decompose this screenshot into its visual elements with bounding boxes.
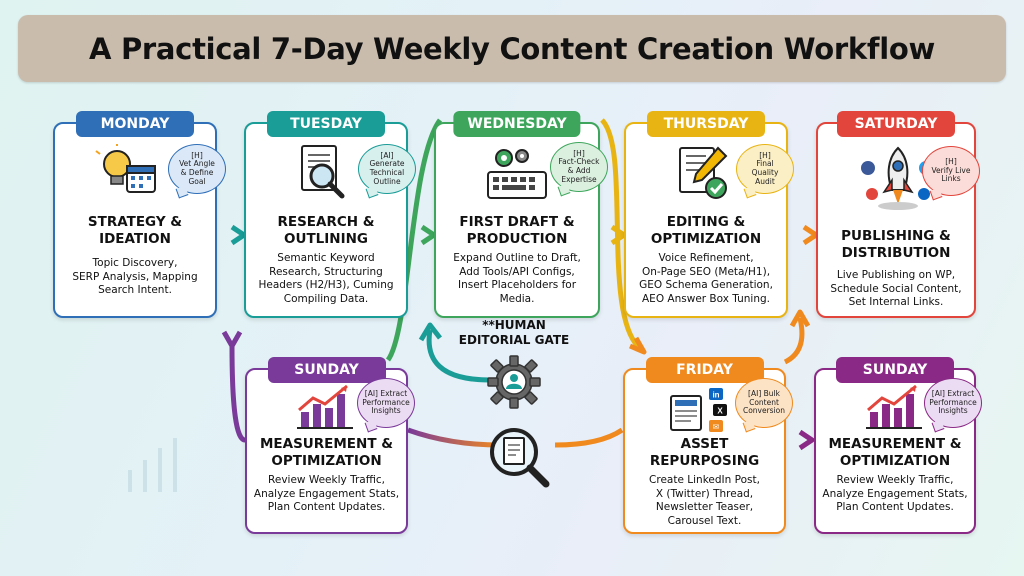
day-label-monday: MONDAY [76, 111, 194, 137]
card-body-sunday-right: Review Weekly Traffic,Analyze Engagement… [822, 474, 968, 513]
card-title-wednesday: FIRST DRAFT &PRODUCTION [459, 214, 575, 247]
document-pencil-check-icon [679, 146, 728, 199]
card-body-wednesday: Expand Outline to Draft,Add Tools/API Co… [453, 252, 581, 305]
rocket-social-icon [861, 146, 933, 210]
card-title-monday: STRATEGY &IDEATION [87, 214, 183, 247]
card-body-saturday: Live Publishing on WP,Schedule Social Co… [830, 269, 962, 308]
day-label-wednesday: WEDNESDAY [453, 111, 581, 137]
svg-text:X: X [717, 407, 723, 416]
day-label-sunday-left: SUNDAY [267, 357, 386, 383]
card-title-sunday-right: MEASUREMENT &OPTIMIZATION [828, 436, 962, 469]
card-title-tuesday: RESEARCH &OUTLINING [277, 214, 375, 247]
card-title-thursday: EDITING &OPTIMIZATION [650, 214, 762, 247]
keyboard-gears-icon [487, 149, 547, 199]
lightbulb-calendar-icon [95, 144, 156, 193]
card-title-sunday-left: MEASUREMENT &OPTIMIZATION [259, 436, 394, 469]
svg-text:in: in [712, 391, 719, 400]
gear-person-icon [487, 355, 541, 409]
day-label-saturday: SATURDAY [837, 111, 955, 137]
document-magnifier-icon [490, 428, 550, 488]
card-body-sunday-left: Review Weekly Traffic,Analyze Engagement… [253, 474, 400, 513]
day-label-friday: FRIDAY [645, 357, 764, 383]
document-magnifier-icon [301, 145, 345, 199]
svg-text:✉: ✉ [713, 423, 720, 432]
bar-chart-arrow-icon [866, 384, 922, 429]
card-body-friday: Create LinkedIn Post,X (Twitter) Thread,… [649, 474, 760, 527]
page-title: A Practical 7-Day Weekly Content Creatio… [89, 31, 935, 66]
day-label-thursday: THURSDAY [647, 111, 765, 137]
day-label-sunday-right: SUNDAY [836, 357, 954, 383]
newspaper-social-icon: in X ✉ [670, 388, 727, 432]
bar-chart-arrow-icon [297, 384, 353, 429]
card-title-saturday: PUBLISHING &DISTRIBUTION [841, 228, 951, 261]
card-body-thursday: Voice Refinement,On-Page SEO (Meta/H1),G… [639, 252, 773, 305]
title-bar: A Practical 7-Day Weekly Content Creatio… [18, 15, 1006, 82]
day-label-tuesday: TUESDAY [267, 111, 385, 137]
